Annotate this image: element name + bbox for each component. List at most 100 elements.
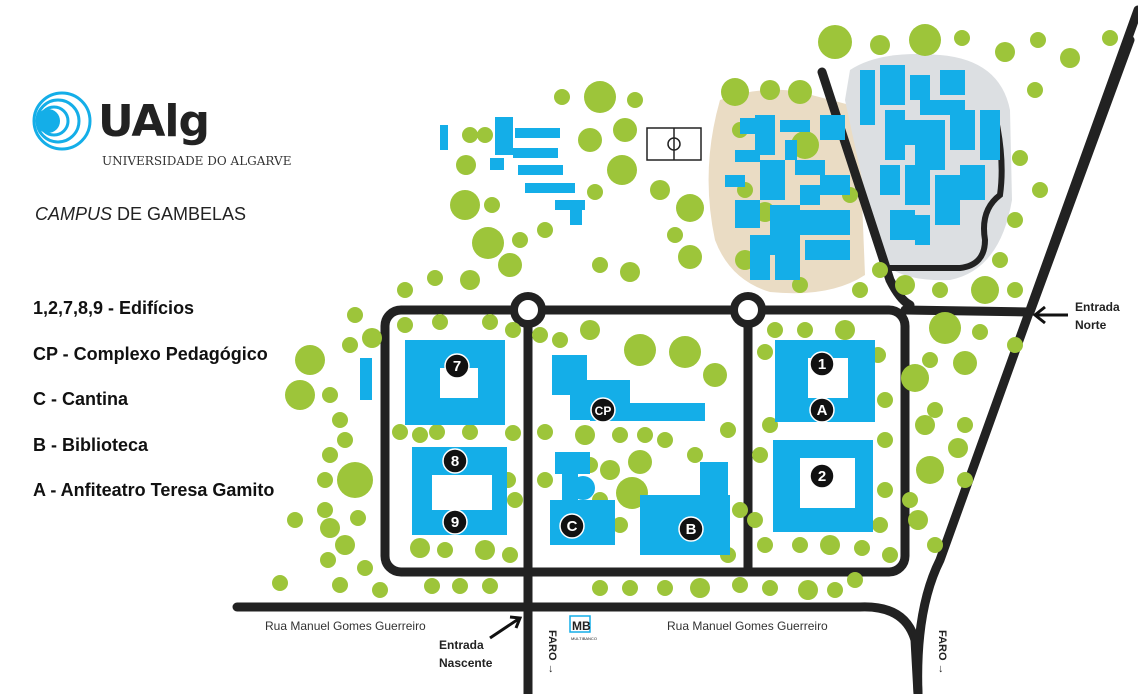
roundabouts [510,292,766,328]
tree [462,127,478,143]
legend-item: C - Cantina [33,389,129,409]
tree [482,578,498,594]
tree [450,190,480,220]
tree [498,253,522,277]
tree [452,578,468,594]
building [780,120,810,132]
tree [1007,337,1023,353]
tree [613,118,637,142]
tree [295,345,325,375]
building [571,476,595,500]
tree [554,89,570,105]
tree [703,363,727,387]
legend-item: 1,2,7,8,9 - Edifícios [33,298,195,318]
campus-italic: CAMPUS [35,204,113,224]
tree [460,270,480,290]
tree [972,324,988,340]
entrance-north-l1: Entrada [1075,300,1120,314]
logo-subtitle: UNIVERSIDADE DO ALGARVE [102,154,292,168]
building [960,165,985,200]
tree [915,415,935,435]
tree [827,582,843,598]
marker-cp[interactable]: CP [590,397,616,423]
tree [927,537,943,553]
building [800,185,820,205]
marker-b7[interactable]: 7 [444,353,470,379]
marker-b9[interactable]: 9 [442,509,468,535]
tree [317,472,333,488]
marker-circle [442,509,468,535]
marker-a[interactable]: A [809,397,835,423]
tree [512,232,528,248]
tree [462,424,478,440]
tree [342,337,358,353]
building [820,175,850,195]
building [440,125,448,150]
tree [687,447,703,463]
tree [287,512,303,528]
marker-label: 2 [818,468,826,485]
building [755,115,775,155]
marker-circle [678,516,704,542]
tree [971,276,999,304]
tree [437,542,453,558]
building [785,140,797,160]
tree [622,580,638,596]
tree [584,81,616,113]
campus-rest: DE GAMBELAS [112,204,247,224]
courtyard [432,475,492,510]
tree [505,425,521,441]
building [735,200,760,228]
marker-circle [442,448,468,474]
building [915,215,930,245]
tree [901,364,929,392]
tree [767,322,783,338]
tree [720,422,736,438]
marker-b[interactable]: B [678,516,704,542]
building [820,115,845,140]
marker-c[interactable]: C [559,513,585,539]
building [760,160,785,200]
tree [676,194,704,222]
marker-label: 8 [451,453,459,470]
marker-label: A [817,402,828,419]
tree [427,270,443,286]
roads [232,5,1138,694]
building [518,165,563,175]
direction-faro-2: FARO → [936,630,948,675]
tree [953,351,977,375]
tree [397,282,413,298]
marker-circle [809,397,835,423]
marker-b1[interactable]: 1 [809,351,835,377]
marker-b8[interactable]: 8 [442,448,468,474]
tree [484,197,500,213]
marker-b2[interactable]: 2 [809,463,835,489]
tree [505,322,521,338]
tree [929,312,961,344]
building [775,255,800,280]
tree [762,580,778,596]
marker-label: CP [595,404,612,418]
tree [410,538,430,558]
tree [747,512,763,528]
tree [317,502,333,518]
building [915,120,945,170]
legend-item: A - Anfiteatro Teresa Gamito [33,480,275,500]
tree [788,80,812,104]
tree [690,578,710,598]
street-label-left: Rua Manuel Gomes Guerreiro [265,619,426,633]
tree [322,447,338,463]
tree [757,537,773,553]
building [935,175,960,225]
marker-label: 9 [451,514,459,531]
tree [537,222,553,238]
building [805,240,850,260]
tree [957,417,973,433]
tree [507,492,523,508]
tree [592,257,608,273]
tree [620,262,640,282]
tree [877,392,893,408]
building [940,70,965,95]
